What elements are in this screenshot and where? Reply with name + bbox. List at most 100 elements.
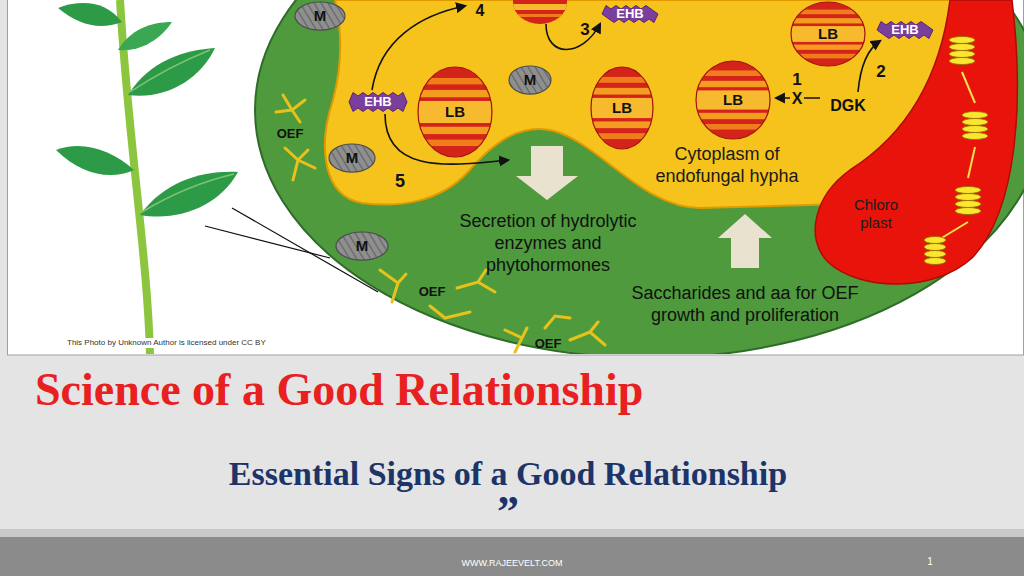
hypha	[285, 148, 315, 180]
crista	[305, 143, 323, 173]
annotation-text: OEF	[419, 284, 446, 300]
lipid-body-node: LB	[695, 60, 771, 140]
crista	[396, 143, 414, 173]
crista	[376, 1, 394, 31]
lipid-band	[590, 98, 654, 118]
leaf-tissue-circle	[255, 0, 1024, 354]
mitochondrion-node: M	[335, 231, 389, 261]
annotation-text: OEF	[535, 336, 562, 352]
thylakoid	[949, 44, 975, 51]
lipid-band	[695, 90, 771, 109]
lipid-band	[695, 81, 771, 87]
lipid-body-node: LB	[590, 66, 654, 150]
crista	[312, 231, 330, 261]
lipid-band	[417, 90, 493, 97]
footer-text: WWW.RAJEEVELT.COM	[462, 558, 563, 569]
lipid-body-node: LB	[790, 1, 866, 67]
thylakoid	[955, 194, 981, 201]
bacterium-node: EHB	[349, 91, 407, 113]
bacterium-body	[349, 93, 407, 112]
lipid-body	[791, 2, 865, 66]
organelle-letter: M	[356, 237, 369, 255]
crista	[319, 231, 337, 261]
crista	[417, 231, 435, 261]
thylakoid	[924, 244, 946, 251]
secretion-arrow	[516, 146, 578, 200]
crista	[492, 65, 510, 95]
thylakoid	[924, 251, 946, 258]
label-box: WWW.RAJEEVELT.COM	[462, 552, 563, 570]
crista	[389, 143, 407, 173]
callout-number: X	[790, 89, 805, 108]
crista	[361, 143, 379, 173]
lipid-band	[417, 127, 493, 134]
thylakoid	[962, 112, 988, 119]
chloroplast-node: Chloro plast	[800, 0, 1024, 302]
lipid-band	[590, 121, 654, 128]
crista	[403, 143, 421, 173]
leaf-vein	[130, 50, 210, 92]
process-arrow	[546, 24, 600, 50]
organelle-letter: EHB	[891, 22, 918, 38]
thylakoid	[962, 133, 988, 140]
thylakoid	[955, 208, 981, 215]
mitochondrion-outline	[329, 144, 375, 172]
lipid-band	[590, 88, 654, 95]
callout-number: 1	[792, 70, 801, 90]
crista	[348, 1, 366, 31]
label-box: 4	[476, 1, 485, 20]
label-box: 5	[395, 171, 405, 193]
label-box: 1	[792, 70, 801, 90]
organelle-label: Chloro plast	[844, 196, 908, 232]
mitochondrion-node: M	[508, 65, 552, 95]
crista	[382, 231, 400, 261]
title-box: Science of a Good Relationship	[35, 362, 643, 417]
lipid-band	[790, 18, 866, 23]
uptake-arrow	[718, 214, 772, 268]
hypha	[380, 270, 406, 302]
label-box: OEF	[419, 282, 446, 300]
hypha	[505, 316, 605, 352]
crista	[298, 143, 316, 173]
crista	[369, 1, 387, 31]
footer-text: 1	[927, 556, 933, 568]
crista	[576, 65, 594, 95]
organelle-letter: M	[346, 149, 359, 167]
crista	[368, 143, 386, 173]
leaf-vein	[142, 174, 234, 212]
label-box: This Photo by Unknown Author is licensed…	[65, 331, 268, 349]
lipid-body-node: LB	[417, 66, 493, 158]
leaf	[128, 48, 215, 96]
callout-number: 3	[580, 20, 589, 40]
crista	[375, 231, 393, 261]
crista	[410, 231, 428, 261]
lipid-band	[510, 14, 570, 17]
lipid-band	[695, 113, 771, 119]
leaf	[56, 146, 134, 175]
label-box: Saccharides and aa for OEF growth and pr…	[620, 282, 870, 326]
bacterium-node: EHB	[877, 20, 933, 40]
label-box: Secretion of hydrolytic enzymes and phyt…	[438, 210, 658, 276]
label-box: X	[790, 89, 805, 108]
slide-title: Science of a Good Relationship	[35, 362, 643, 417]
organelle-letter: LB	[445, 103, 465, 121]
lipid-outline	[591, 67, 653, 149]
crista	[355, 1, 373, 31]
crista	[375, 143, 393, 173]
crista	[264, 1, 282, 31]
lipid-body	[418, 67, 492, 157]
organelle-letter: EHB	[364, 94, 391, 110]
label-box: Cytoplasm of endofungal hypha	[637, 143, 817, 187]
lipid-body	[696, 61, 770, 139]
lipid-body	[591, 67, 653, 149]
crista	[396, 231, 414, 261]
organelle-letter: EHB	[616, 6, 643, 22]
crista	[271, 1, 289, 31]
thylakoid	[949, 37, 975, 44]
callout-number: DGK	[830, 96, 866, 115]
mitochondrion	[329, 144, 375, 172]
crista	[305, 231, 323, 261]
annotation-text: OEF	[277, 126, 304, 142]
thylakoid	[955, 201, 981, 208]
